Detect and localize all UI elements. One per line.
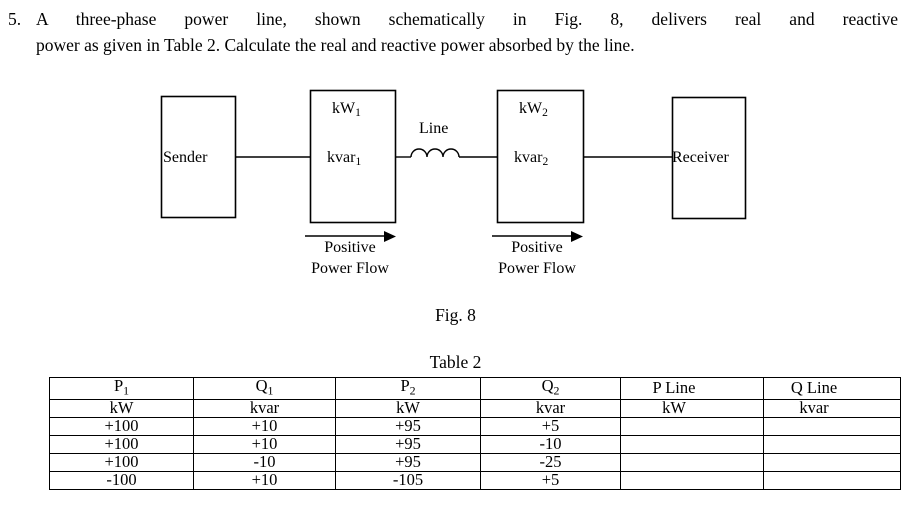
unit-q-line: kvar (763, 399, 901, 419)
cell-p-line[interactable] (620, 417, 764, 437)
cell-p2: +95 (335, 453, 481, 473)
power-data-table: P1 Q1 P2 Q2 P Line Q Line kW kvar kW kva… (49, 376, 901, 491)
cell-p2: -105 (335, 471, 481, 491)
header-p-line: P Line (620, 376, 764, 401)
problem-text-line-2: power as given in Table 2. Calculate the… (36, 35, 635, 55)
meter1-real-text: kW (332, 100, 356, 117)
problem-statement: 5. A three-phase power line, shown schem… (8, 6, 903, 58)
header-q1: Q1 (193, 376, 336, 401)
meter2-real-text: kW (519, 100, 543, 117)
meter2-real-subscript: 2 (542, 107, 548, 120)
flow-caption-1: Positive Power Flow (240, 239, 460, 278)
cell-p1: +100 (49, 435, 194, 455)
flow-caption-2: Positive Power Flow (427, 239, 647, 278)
header-p1-sub: 1 (123, 383, 130, 398)
cell-q-line[interactable] (763, 453, 901, 473)
cell-q2: -10 (480, 435, 621, 455)
meter1-reactive-subscript: 1 (355, 156, 362, 169)
table-row: -100 +10 -105 +5 (49, 471, 901, 491)
meter-box-1 (309, 89, 397, 224)
header-q2-sub: 2 (553, 383, 560, 398)
flow-caption-1-line-2: Power Flow (311, 260, 389, 277)
header-q2-text: Q (541, 377, 554, 395)
cell-p1: +100 (49, 417, 194, 437)
header-p1: P1 (49, 376, 194, 401)
cell-p-line[interactable] (620, 453, 764, 473)
figure-caption: Fig. 8 (435, 305, 476, 325)
meter1-real-subscript: 1 (355, 107, 361, 120)
cell-p-line[interactable] (620, 435, 764, 455)
inductor-coil-icon (410, 148, 460, 158)
cell-p1: -100 (49, 471, 194, 491)
header-q2: Q2 (480, 376, 621, 401)
table-header-row-units: kW kvar kW kvar kW kvar (49, 399, 901, 419)
problem-text: A three-phase power line, shown schemati… (36, 6, 898, 58)
meter1-real-label: kW1 (332, 100, 361, 122)
flow-caption-1-line-1: Positive (324, 239, 376, 256)
cell-q1: +10 (193, 471, 336, 491)
header-q1-text: Q (255, 377, 268, 395)
table-row: +100 -10 +95 -25 (49, 453, 901, 473)
cell-p2: +95 (335, 417, 481, 437)
flow-caption-2-line-1: Positive (511, 239, 563, 256)
header-p2-sub: 2 (409, 383, 416, 398)
meter-box-2 (496, 89, 585, 224)
meter2-reactive-subscript: 2 (542, 156, 549, 169)
cell-q-line[interactable] (763, 471, 901, 491)
receiver-box (671, 96, 747, 220)
meter2-reactive-label: kvar2 (514, 149, 548, 171)
cell-q-line[interactable] (763, 435, 901, 455)
flow-caption-2-line-2: Power Flow (498, 260, 576, 277)
cell-p2: +95 (335, 435, 481, 455)
unit-p1: kW (49, 399, 194, 419)
flow-arrow-head-2 (571, 231, 583, 242)
header-q1-sub: 1 (267, 383, 274, 398)
line-label: Line (419, 120, 449, 137)
cell-q1: +10 (193, 417, 336, 437)
header-q-line: Q Line (763, 376, 901, 401)
meter1-reactive-text: kvar (327, 149, 356, 166)
problem-number: 5. (8, 9, 22, 29)
cell-p1: +100 (49, 453, 194, 473)
cell-q2: +5 (480, 471, 621, 491)
header-p1-text: P (113, 377, 124, 395)
cell-q1: +10 (193, 435, 336, 455)
receiver-label: Receiver (672, 149, 729, 166)
cell-q2: -25 (480, 453, 621, 473)
table-caption: Table 2 (429, 352, 482, 372)
cell-q1: -10 (193, 453, 336, 473)
meter2-reactive-text: kvar (514, 149, 543, 166)
meter2-real-label: kW2 (519, 100, 548, 122)
cell-q2: +5 (480, 417, 621, 437)
cell-q-line[interactable] (763, 417, 901, 437)
unit-p-line: kW (620, 399, 764, 419)
table-row: +100 +10 +95 +5 (49, 417, 901, 437)
problem-text-line-1: A three-phase power line, shown schemati… (36, 9, 898, 29)
unit-q2: kvar (480, 399, 621, 419)
table-header-row-symbols: P1 Q1 P2 Q2 P Line Q Line (49, 376, 901, 401)
sender-label: Sender (163, 149, 208, 166)
table-row: +100 +10 +95 -10 (49, 435, 901, 455)
header-p2-text: P (400, 377, 410, 395)
header-p2: P2 (335, 376, 481, 401)
unit-q1: kvar (193, 399, 336, 419)
flow-arrow-head-1 (384, 231, 396, 242)
cell-p-line[interactable] (620, 471, 764, 491)
sender-box (160, 95, 237, 219)
unit-p2: kW (335, 399, 481, 419)
meter1-reactive-label: kvar1 (327, 149, 361, 171)
